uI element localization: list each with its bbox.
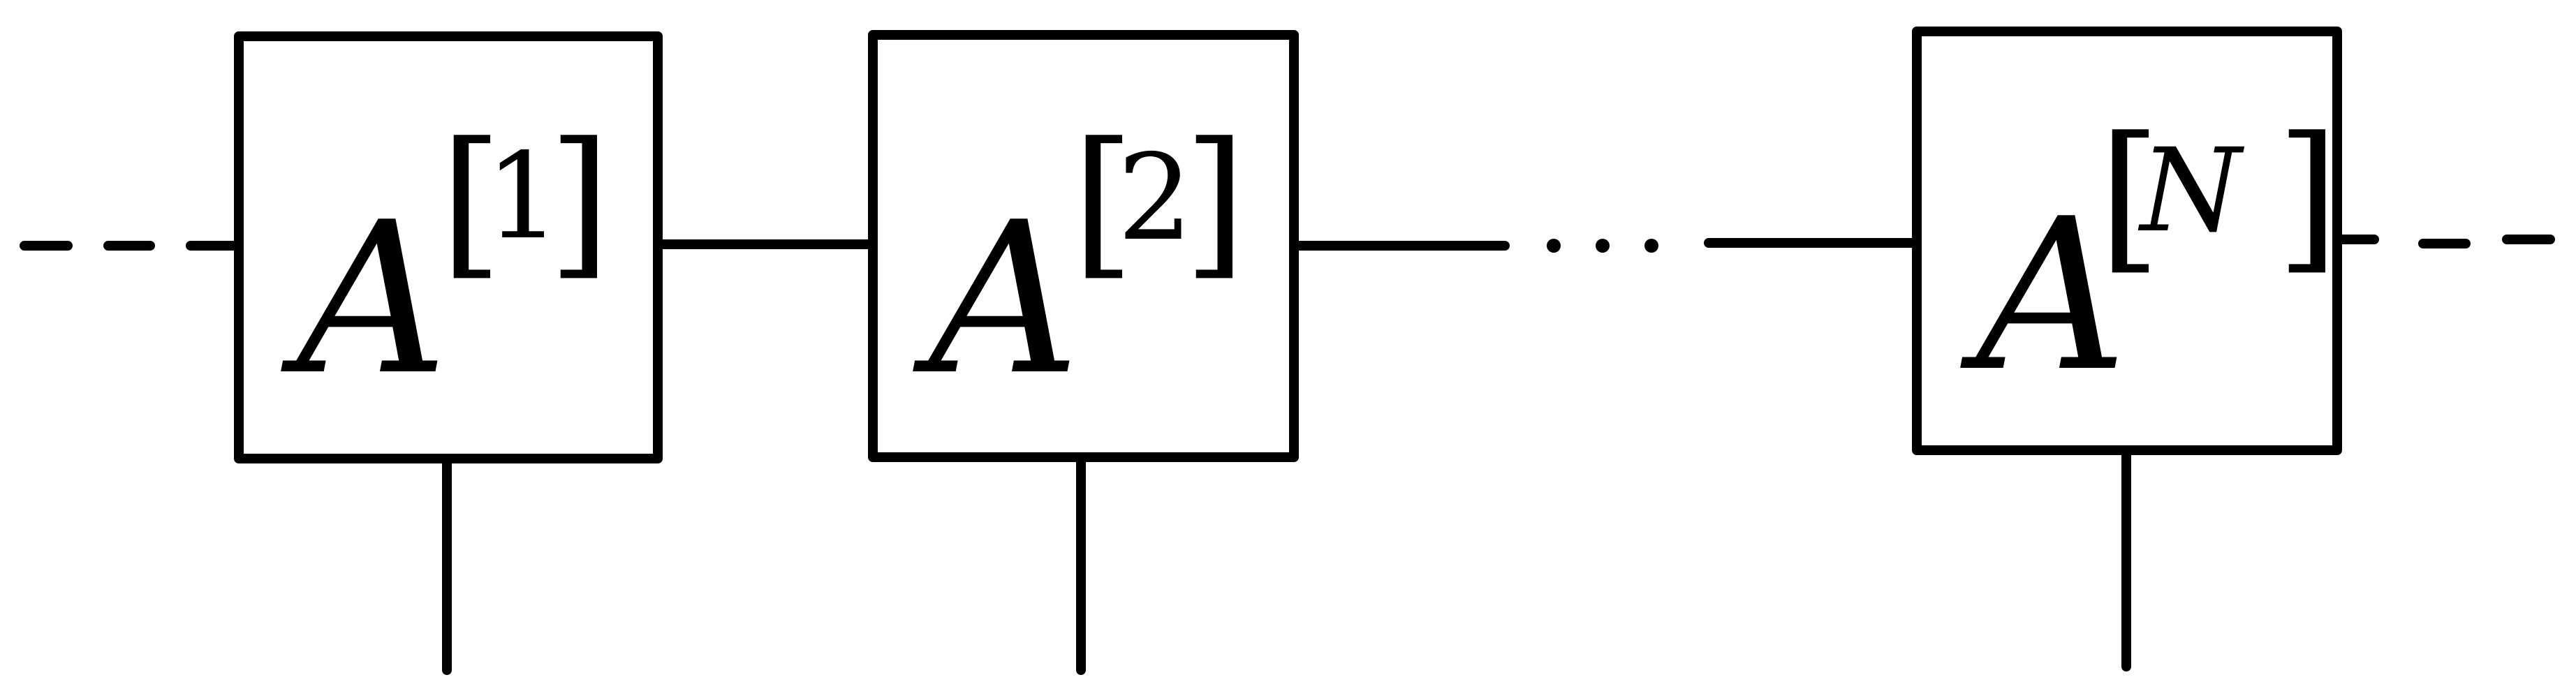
superscript-index: 2 bbox=[1117, 129, 1193, 267]
superscript-close-bracket: ] bbox=[2276, 103, 2339, 290]
tensor-1: A [ 1 ] bbox=[234, 31, 663, 463]
superscript-index: 1 bbox=[485, 128, 561, 266]
tensor-symbol: A bbox=[913, 177, 1080, 421]
superscript-index: N bbox=[2137, 124, 2245, 258]
tensor-N: A [ N ] bbox=[1912, 27, 2342, 455]
superscript-open-bracket: [ bbox=[2098, 103, 2161, 290]
right-open-bond bbox=[2332, 235, 2555, 248]
superscript-close-bracket: ] bbox=[548, 109, 611, 295]
superscript-close-bracket: ] bbox=[1184, 109, 1246, 295]
ellipsis bbox=[1547, 239, 1658, 253]
tensor-symbol: A bbox=[1960, 174, 2128, 417]
tensor-symbol: A bbox=[281, 177, 448, 421]
superscript-open-bracket: [ bbox=[440, 109, 503, 295]
superscript-open-bracket: [ bbox=[1072, 109, 1135, 295]
tensor-2: A [ 2 ] bbox=[868, 30, 1299, 462]
